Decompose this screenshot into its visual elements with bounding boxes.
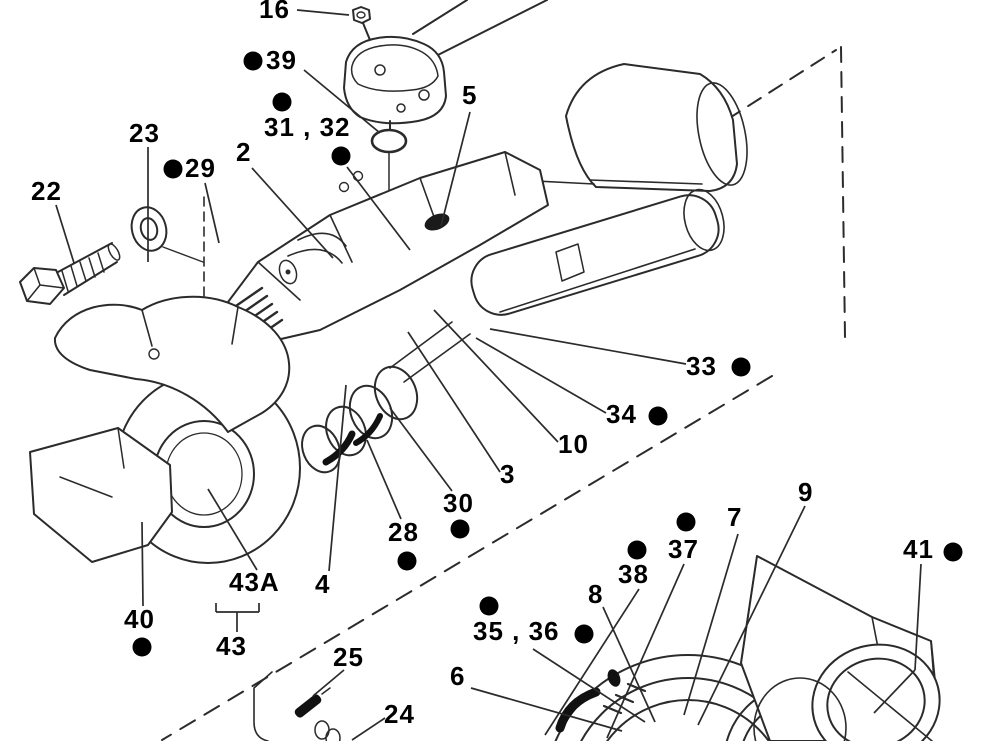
callout-label-41: 41 <box>903 534 934 564</box>
rod-end-cap <box>343 6 447 131</box>
callout-label-37: 37 <box>668 534 699 564</box>
leader-line-28 <box>366 439 402 520</box>
leader-line-40 <box>141 521 144 607</box>
leader-line-24 <box>351 717 386 741</box>
callout-label-40: 40 <box>124 604 155 634</box>
leader-line-38 <box>544 588 640 736</box>
callout-label-22: 22 <box>31 176 62 206</box>
callout-label-3: 3 <box>500 459 516 489</box>
callout-dot-29 <box>163 159 183 179</box>
leader-line-25 <box>312 669 345 697</box>
callout-dot-30 <box>450 519 470 539</box>
leader-line-30 <box>389 407 453 492</box>
callout-label-9: 9 <box>798 477 814 507</box>
leader-line-8 <box>602 606 656 723</box>
callout-dot-32 <box>331 146 351 166</box>
callout-dot-35 <box>479 596 499 616</box>
callout-dot-34 <box>648 406 668 426</box>
leader-line-41 <box>873 669 916 714</box>
rod-eye-clevis <box>29 295 301 564</box>
leader-line-35-36 <box>532 648 646 723</box>
callout-label-34: 34 <box>606 399 637 429</box>
leader-line-41 <box>914 563 922 671</box>
mounting-clevis-right <box>740 555 941 741</box>
callout-label-10: 10 <box>558 429 589 459</box>
small-fasteners <box>253 671 341 741</box>
piston-rod-shaft <box>412 0 548 61</box>
leader-line-43A <box>207 488 258 571</box>
callout-dot-38 <box>627 540 647 560</box>
callout-label-24: 24 <box>384 699 415 729</box>
callout-label-4: 4 <box>315 569 331 599</box>
mounting-bolt <box>19 242 121 305</box>
leader-line-4 <box>328 384 347 572</box>
leader-line-34 <box>475 337 607 414</box>
callout-label-23: 23 <box>129 118 160 148</box>
callout-label-31-32: 31 , 32 <box>264 112 351 142</box>
callout-dot-37 <box>676 512 696 532</box>
callout-label-28: 28 <box>388 517 419 547</box>
callout-label-2: 2 <box>236 137 252 167</box>
callout-label-7: 7 <box>727 502 743 532</box>
callout-dot-28 <box>397 551 417 571</box>
callout-label-5: 5 <box>462 80 478 110</box>
leader-line-10 <box>433 309 559 443</box>
callout-label-16: 16 <box>259 0 290 24</box>
set-screw <box>294 694 322 718</box>
leader-line-3 <box>407 331 501 473</box>
seal-stack <box>301 321 471 474</box>
callout-dot-33 <box>731 357 751 377</box>
leader-line-37 <box>606 563 685 739</box>
callout-label-38: 38 <box>618 559 649 589</box>
callout-dot-39 <box>243 51 263 71</box>
callout-label-39: 39 <box>266 45 297 75</box>
callout-label-8: 8 <box>588 579 604 609</box>
leader-line-22 <box>55 204 75 264</box>
callout-label-33: 33 <box>686 351 717 381</box>
callout-leader-lines <box>55 9 922 741</box>
callout-label-35-36: 35 , 36 <box>473 616 560 646</box>
callout-dot-41 <box>943 542 963 562</box>
leader-line-33 <box>489 328 687 365</box>
leader-line-7 <box>683 533 739 716</box>
callout-dot-31 <box>272 92 292 112</box>
o-ring <box>370 128 408 197</box>
washer <box>130 206 168 252</box>
leader-line-5 <box>440 111 471 227</box>
callout-label-29: 29 <box>185 153 216 183</box>
callout-label-6: 6 <box>450 661 466 691</box>
leader-line-39 <box>303 69 381 134</box>
callout-label-43A: 43A <box>229 567 280 597</box>
leader-line-16 <box>296 9 350 16</box>
leader-line-29 <box>204 182 220 244</box>
callout-label-30: 30 <box>443 488 474 518</box>
callout-label-25: 25 <box>333 642 364 672</box>
nut-icon <box>352 6 371 24</box>
head-gland-block <box>227 151 549 343</box>
leader-line-31-32 <box>346 166 411 251</box>
cylinder-barrel-lower <box>470 188 725 316</box>
leader-line-2 <box>251 167 334 259</box>
callout-label-43: 43 <box>216 631 247 661</box>
leader-line-9 <box>697 505 806 726</box>
leader-line-6 <box>470 687 623 732</box>
callout-dot-40 <box>132 637 152 657</box>
callout-dot-36 <box>574 624 594 644</box>
